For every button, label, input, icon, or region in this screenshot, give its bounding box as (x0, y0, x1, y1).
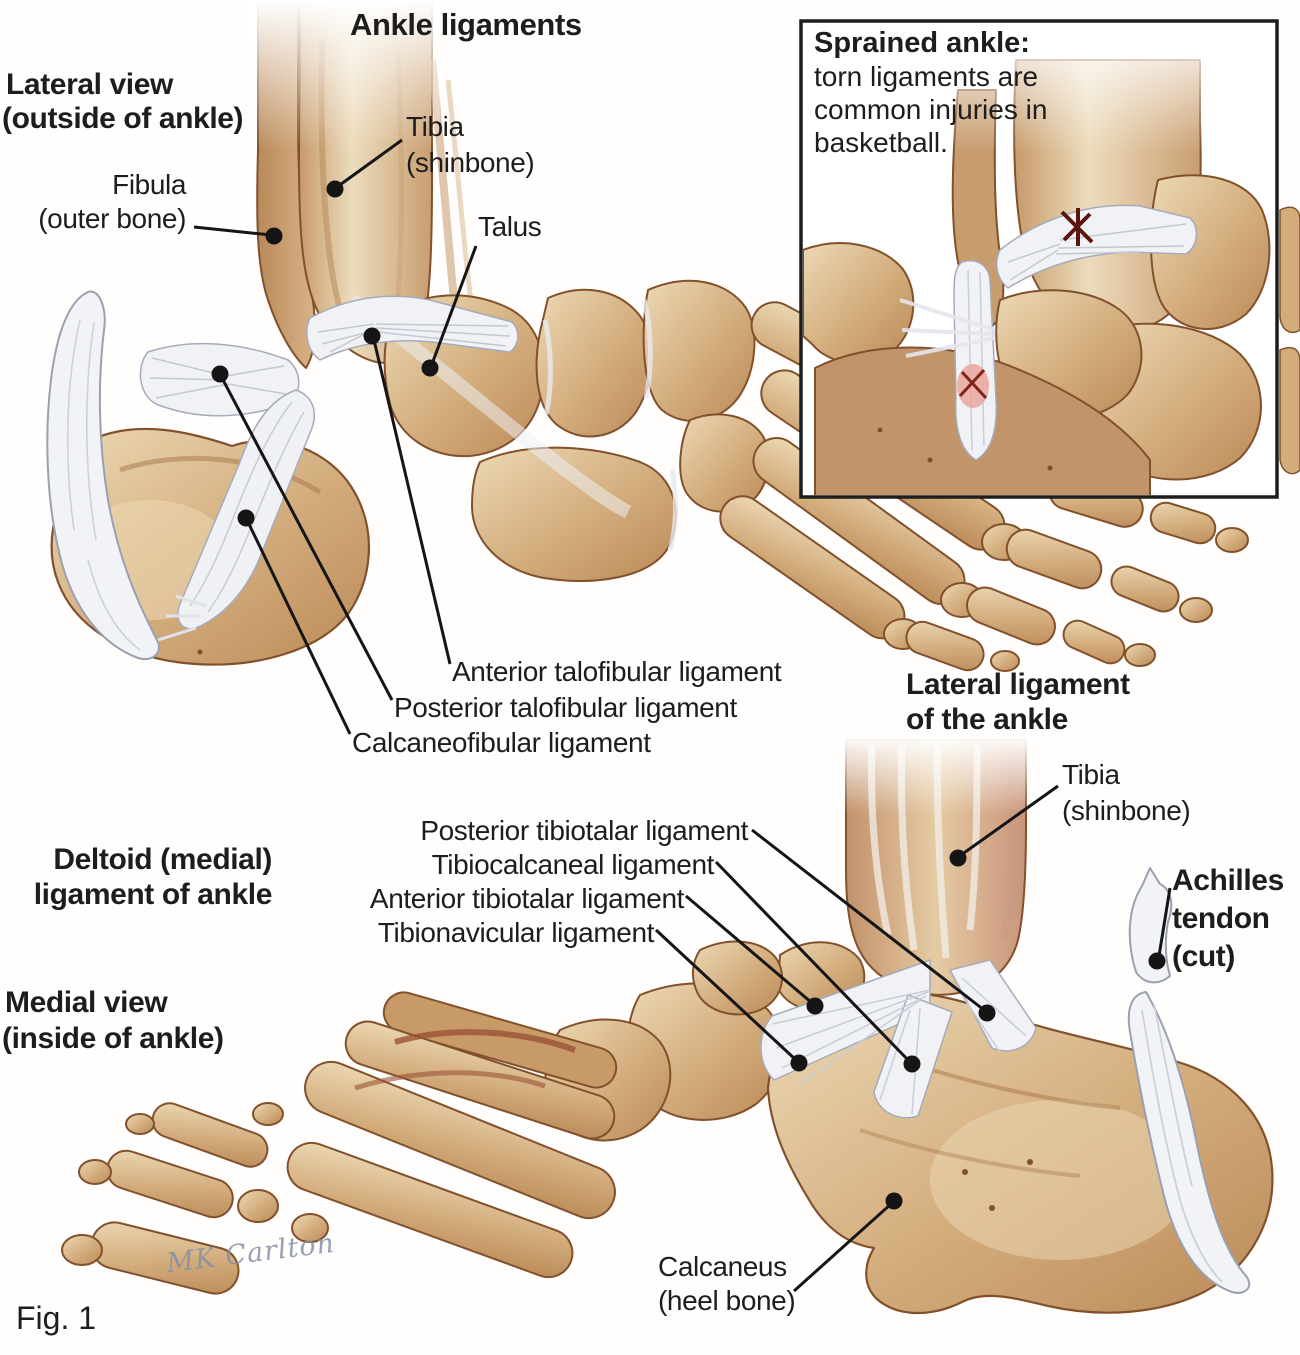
achilles-label-line3: (cut) (1172, 940, 1235, 973)
leader-lines (193, 138, 1172, 1293)
metatarsal-bone-medial (344, 1020, 616, 1140)
leader-tibionavicular (654, 928, 798, 1062)
tibia-medial-label-line1: Tibia (1062, 759, 1120, 790)
leader-tibiocalcaneal (714, 860, 911, 1063)
deltoid-heading-line1: Deltoid (medial) (53, 843, 272, 876)
talus-label: Talus (478, 211, 542, 242)
phalanx-bone (1110, 565, 1180, 613)
metatarsal-bone-medial (382, 991, 618, 1089)
phalanx-bone (905, 620, 985, 672)
anterior-tibiotalar-label: Anterior tibiotalar ligament (369, 883, 684, 914)
calcaneofibular-label: Calcaneofibular ligament (352, 727, 651, 758)
leader-calcaneofibular (246, 521, 352, 735)
leader-fibula (193, 225, 272, 237)
posterior-talofibular-label: Posterior talofibular ligament (394, 692, 737, 723)
achilles-label-line2: tendon (1172, 902, 1270, 935)
leader-talus (430, 245, 478, 365)
tibionavicular-label: Tibionavicular ligament (377, 917, 655, 948)
phalanx-bone (1149, 501, 1217, 545)
lateral-view-heading-line1: Lateral view (6, 68, 173, 101)
inset-heading: Sprained ankle: (814, 27, 1030, 59)
leader-calcaneus (792, 1202, 893, 1293)
inset-body-line2: common injuries in (814, 94, 1048, 125)
inset-body-line1: torn ligaments are (814, 61, 1039, 92)
cuboid-bone (471, 446, 677, 582)
toe-bone (151, 1102, 269, 1168)
achilles-label-line1: Achilles (1172, 864, 1284, 897)
tibia-lateral-label-line1: Tibia (406, 111, 464, 142)
leader-tibia-lateral (336, 138, 403, 189)
anterior-talofibular-label: Anterior talofibular ligament (452, 656, 782, 687)
calcaneus-label-line1: Calcaneus (658, 1251, 787, 1282)
toe-bone (106, 1149, 234, 1219)
lateral-view-heading-line2: (outside of ankle) (2, 102, 244, 135)
sprained-ankle-inset (799, 19, 1300, 499)
medial-view-heading-line1: Medial view (5, 986, 168, 1019)
tibia-lateral-label-line2: (shinbone) (406, 147, 535, 178)
phalanx-bone (1005, 528, 1103, 590)
leader-posterior-tibiotalar (751, 828, 985, 1012)
navicular-bone (535, 288, 653, 438)
leader-achilles (1157, 887, 1172, 957)
cuneiform-bone (642, 279, 756, 423)
inset-body-line3: basketball. (814, 127, 948, 158)
medial-view-skeleton (61, 735, 1274, 1315)
inset-caption: Sprained ankle: torn ligaments are commo… (814, 27, 1114, 159)
fibula-label-line1: Fibula (112, 169, 186, 200)
cut-tendon-ribbon (46, 290, 160, 660)
medial-view-heading-line2: (inside of ankle) (2, 1022, 224, 1055)
phalanx-bone (1062, 619, 1126, 665)
tibia-medial-label-line2: (shinbone) (1062, 795, 1191, 826)
metatarsal-bone-medial (286, 1141, 574, 1279)
lateral-ligaments (139, 295, 679, 642)
calcaneus-label-line2: (heel bone) (658, 1285, 796, 1316)
leader-tibia-medial (960, 784, 1059, 857)
phalanx-bone (966, 586, 1056, 646)
figure-number: Fig. 1 (16, 1300, 97, 1336)
page-title: Ankle ligaments (350, 7, 582, 42)
calcaneofibular-ligament (177, 389, 316, 630)
leader-anterior-tibiotalar (685, 894, 813, 1005)
fibula-label-line2: (outer bone) (38, 203, 186, 234)
posterior-tibiotalar-label: Posterior tibiotalar ligament (420, 815, 748, 846)
leader-anterior-talofibular (372, 339, 452, 665)
metatarsal-bone-medial (304, 1060, 616, 1220)
tibiocalcaneal-label: Tibiocalcaneal ligament (431, 849, 715, 880)
anterior-talofibular-ligament (306, 295, 519, 361)
lateral-ligament-heading-line1: Lateral ligament (906, 668, 1130, 701)
leader-posterior-talofibular (220, 377, 394, 701)
lateral-ligament-heading-line2: of the ankle (906, 703, 1068, 736)
deltoid-heading-line2: ligament of ankle (33, 878, 273, 911)
